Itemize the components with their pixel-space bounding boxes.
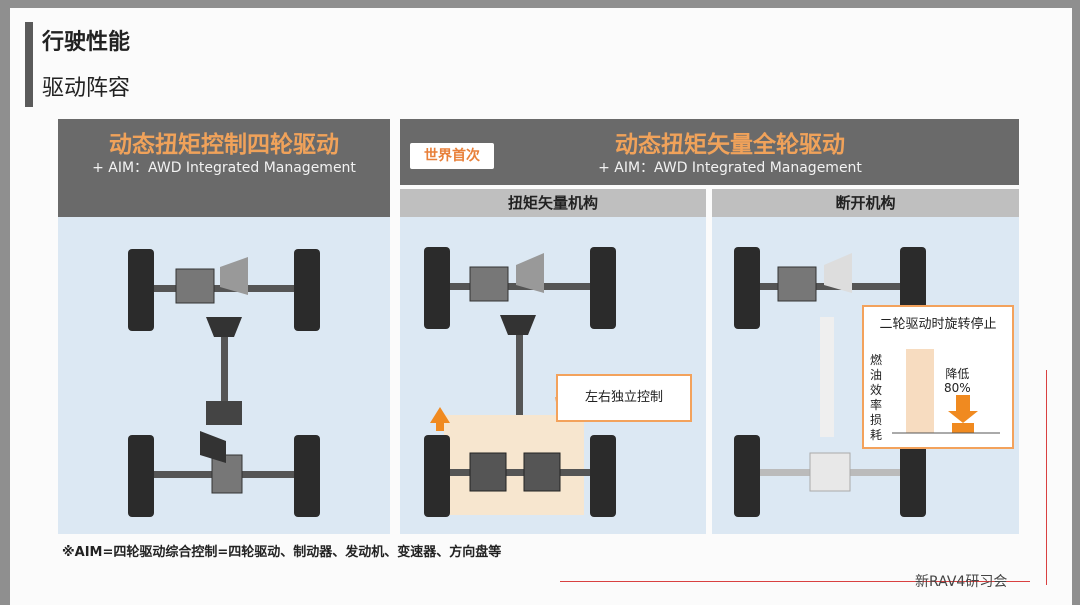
left-panel-header: 动态扭矩控制四轮驱动 + AIM：AWD Integrated Manageme…: [58, 119, 390, 217]
front-left-tire: [128, 249, 154, 331]
front-right-tire: [590, 247, 616, 329]
front-gear: [206, 317, 242, 337]
front-left-tire: [424, 247, 450, 329]
drivetrain-illustration-1: [128, 249, 320, 517]
disconnected-transfer-case: [824, 253, 852, 293]
title-accent-bar: [25, 22, 33, 107]
front-differential: [469, 266, 509, 302]
drivetrain-illustration-2: [424, 247, 616, 517]
fuel-loss-panel: 二轮驱动时旋转停止 燃油效率损耗 降低 80%: [862, 305, 1014, 449]
up-arrow-icon: [430, 407, 450, 431]
front-right-tire: [294, 249, 320, 331]
left-panel-subtitle: + AIM：AWD Integrated Management: [92, 160, 356, 176]
front-gear: [500, 315, 536, 335]
two-wheel-stop-label: 二轮驱动时旋转停止: [879, 317, 997, 332]
down-arrow-icon: [948, 395, 978, 423]
page-subtitle: 驱动阵容: [42, 76, 131, 101]
fuel-loss-chart: [892, 349, 1000, 434]
reduction-text: 降低 80%: [944, 367, 971, 395]
front-axle: [154, 285, 294, 292]
propeller-shaft: [221, 337, 228, 417]
rear-left-tire: [734, 435, 760, 517]
rear-differential: [211, 454, 243, 494]
front-axle: [450, 283, 590, 290]
rear-axle: [450, 469, 590, 476]
propeller-shaft: [516, 335, 523, 419]
independent-control-callout: 左右独立控制: [556, 374, 692, 422]
side-rule: [1046, 370, 1047, 585]
rear-left-tire: [424, 435, 450, 517]
rear-right-tire: [900, 435, 926, 517]
rear-right-tire: [590, 435, 616, 517]
front-differential: [777, 266, 817, 302]
rear-left-tire: [128, 435, 154, 517]
disconnect-subheader: 断开机构: [712, 189, 1019, 217]
left-panel-title: 动态扭矩控制四轮驱动: [109, 132, 339, 158]
right-panel-subtitle: + AIM：AWD Integrated Management: [598, 160, 862, 176]
front-left-tire: [734, 247, 760, 329]
fuel-loss-label: 燃油效率损耗: [870, 353, 883, 442]
front-differential: [175, 268, 215, 304]
aim-footnote: ※AIM=四轮驱动综合控制=四轮驱动、制动器、发动机、变速器、方向盘等: [62, 545, 502, 560]
highlight-area: [444, 415, 584, 515]
reduction-value: 80%: [944, 381, 971, 395]
right-coupling: [523, 452, 561, 492]
right-panel-header: 动态扭矩矢量全轮驱动 + AIM：AWD Integrated Manageme…: [400, 119, 1019, 185]
right-panel-title: 动态扭矩矢量全轮驱动: [615, 132, 845, 158]
disconnected-rear-coupling: [809, 452, 851, 492]
front-transfer-case: [220, 257, 248, 295]
footer-rule: [560, 581, 1030, 582]
torque-vectoring-subheader: 扭矩矢量机构: [400, 189, 706, 217]
left-coupling: [469, 452, 507, 492]
rear-gear: [200, 431, 226, 463]
front-transfer-case: [516, 253, 544, 293]
page-title: 行驶性能: [42, 30, 131, 55]
rear-right-tire: [294, 435, 320, 517]
after-bar: [952, 423, 974, 433]
coupling: [206, 401, 242, 425]
left-drivetrain-diagram: [58, 217, 390, 534]
brand-label: 新RAV4研习会: [915, 574, 1008, 590]
before-bar: [906, 349, 934, 433]
stopped-propeller-shaft: [820, 317, 834, 437]
world-first-badge: 世界首次: [410, 143, 494, 169]
reduction-label: 降低: [945, 367, 970, 381]
torque-vectoring-diagram: [400, 217, 706, 534]
